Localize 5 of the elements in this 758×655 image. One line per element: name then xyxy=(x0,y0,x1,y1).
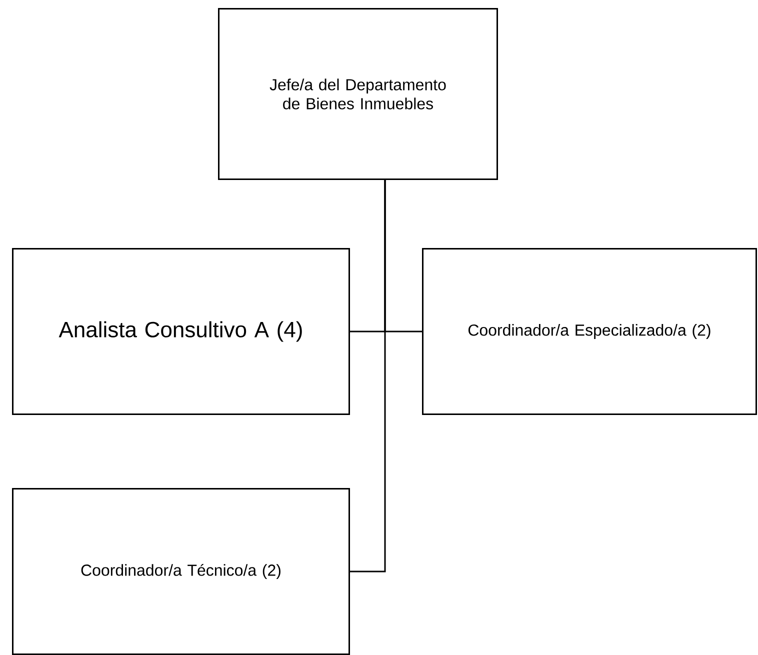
org-box: Coordinador/a Técnico/a (2) xyxy=(12,488,350,655)
org-box: Analista Consultivo A (4) xyxy=(12,248,350,415)
org-box: Coordinador/a Especializado/a (2) xyxy=(422,248,757,415)
org-box: Jefe/a del Departamento de Bienes Inmuebles xyxy=(218,8,498,180)
connector-line xyxy=(350,180,386,572)
